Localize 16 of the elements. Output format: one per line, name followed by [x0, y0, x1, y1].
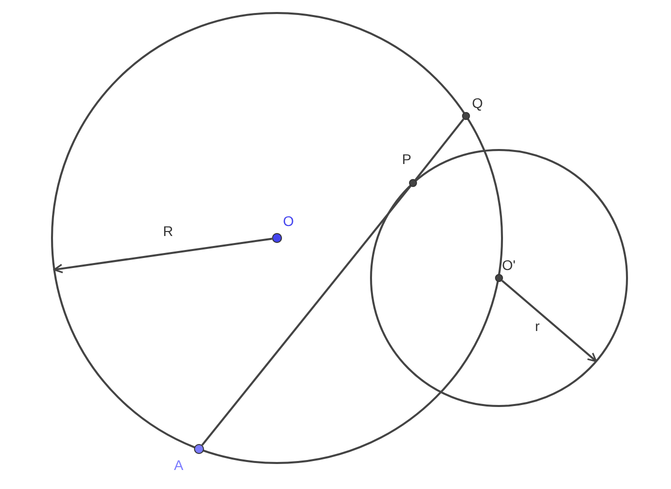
point-dot [495, 274, 503, 282]
edge-label: R [163, 223, 174, 239]
point-dot [462, 112, 470, 120]
point-dot [272, 233, 282, 243]
point-label: Q [472, 95, 483, 111]
point-dot [194, 444, 204, 454]
point-label: O [283, 213, 294, 229]
point-label: A [174, 457, 184, 473]
radius-arrow [501, 280, 597, 362]
point-label: O' [502, 257, 516, 273]
edge-label: r [535, 318, 540, 334]
point-dot [409, 179, 417, 187]
radius-arrow [53, 238, 272, 274]
line-segment [414, 118, 464, 180]
point-label: P [402, 151, 412, 167]
line-segment [201, 185, 412, 446]
